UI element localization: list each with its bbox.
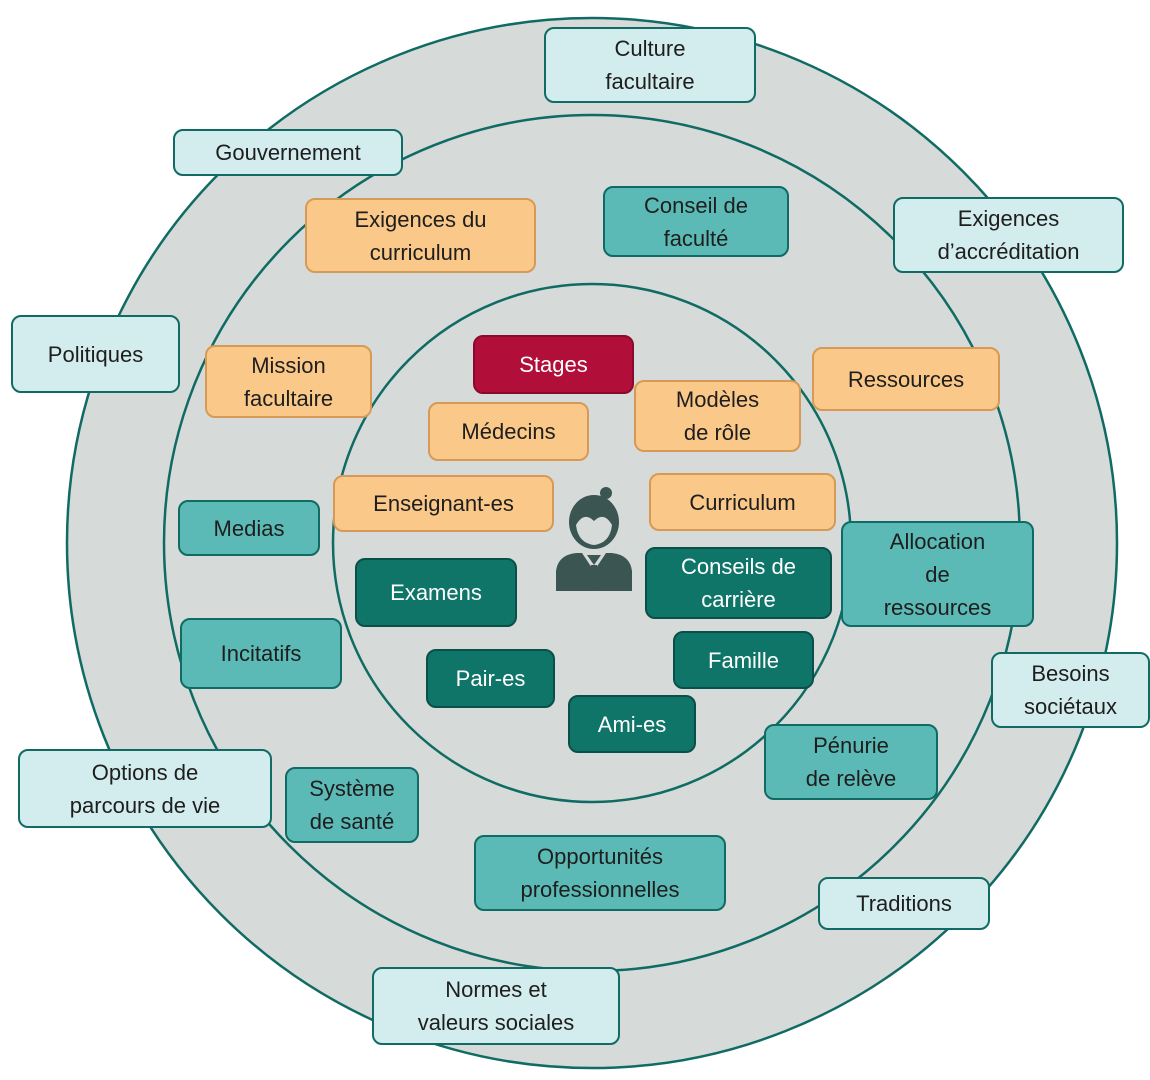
label-ressources: Ressources	[812, 347, 1000, 411]
label-incitatifs: Incitatifs	[180, 618, 342, 689]
label-culture-facultaire: Culture facultaire	[544, 27, 756, 103]
label-normes-valeurs: Normes et valeurs sociales	[372, 967, 620, 1045]
label-systeme-sante: Système de santé	[285, 767, 419, 843]
label-traditions: Traditions	[818, 877, 990, 930]
label-opportunites: Opportunités professionnelles	[474, 835, 726, 911]
label-conseil-faculte: Conseil de faculté	[603, 186, 789, 257]
label-medias: Medias	[178, 500, 320, 556]
student-icon	[556, 487, 632, 591]
label-options-parcours: Options de parcours de vie	[18, 749, 272, 828]
label-besoins-societaux: Besoins sociétaux	[991, 652, 1150, 728]
label-penurie-releve: Pénurie de relève	[764, 724, 938, 800]
label-ami-es: Ami-es	[568, 695, 696, 753]
label-examens: Examens	[355, 558, 517, 627]
label-pair-es: Pair-es	[426, 649, 555, 708]
label-enseignants: Enseignant-es	[333, 475, 554, 532]
label-famille: Famille	[673, 631, 814, 689]
label-exigences-accreditation: Exigences d’accréditation	[893, 197, 1124, 273]
label-conseils-carriere: Conseils de carrière	[645, 547, 832, 619]
label-allocation-ressources: Allocation de ressources	[841, 521, 1034, 627]
label-stages: Stages	[473, 335, 634, 394]
label-modeles-role: Modèles de rôle	[634, 380, 801, 452]
label-politiques: Politiques	[11, 315, 180, 393]
label-medecins: Médecins	[428, 402, 589, 461]
label-mission-facultaire: Mission facultaire	[205, 345, 372, 418]
label-gouvernement: Gouvernement	[173, 129, 403, 176]
label-curriculum: Curriculum	[649, 473, 836, 531]
label-exigences-curriculum: Exigences du curriculum	[305, 198, 536, 273]
